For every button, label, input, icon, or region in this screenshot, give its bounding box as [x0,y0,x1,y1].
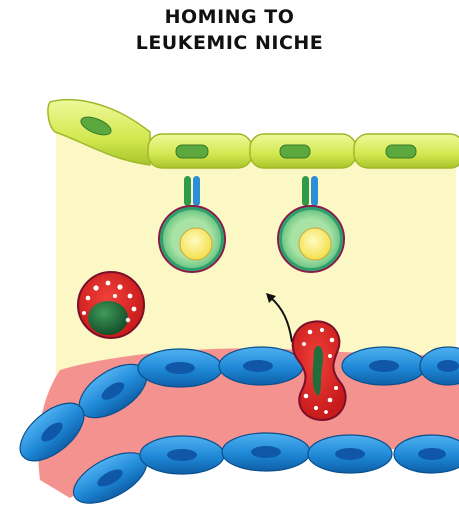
endothelial-nucleus [251,446,281,458]
leukemic-cell-nucleus [180,228,212,260]
leukemic-cell [278,206,344,272]
granulated-cell-nucleus [88,301,128,335]
adhesion-receptor-blue [311,176,318,206]
stromal-nucleus [176,145,208,158]
stromal-nucleus [386,145,416,158]
leukemic-cell-nucleus [299,228,331,260]
endothelial-nucleus [167,449,197,461]
adhesion-receptor-green [184,176,191,206]
adhesion-receptor-green [302,176,309,206]
stromal-nucleus [280,145,310,158]
leukemic-cell [159,206,225,272]
endothelial-nucleus [437,360,459,372]
endothelial-nucleus [369,360,399,372]
endothelial-nucleus [418,448,446,460]
granulated-cell [78,272,144,338]
adhesion-receptor-blue [193,176,200,206]
endothelial-nucleus [335,448,365,460]
endothelial-nucleus [165,362,195,374]
endothelial-nucleus [243,360,273,372]
